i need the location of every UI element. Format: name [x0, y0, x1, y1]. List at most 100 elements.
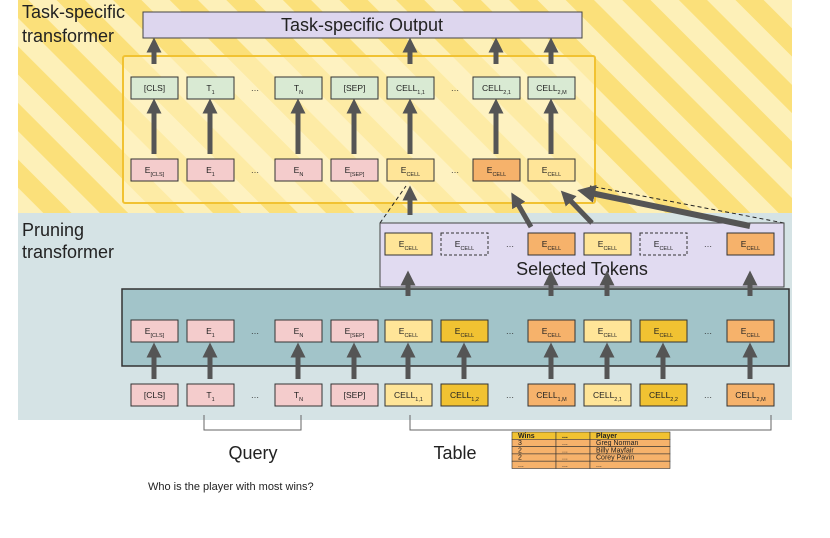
mini-table-header: ... [562, 433, 568, 440]
pruning-label-line2: transformer [22, 242, 114, 262]
prune-emb-1: E1 [186, 319, 235, 343]
table-brace [409, 415, 772, 431]
svg-text:CELL1,1: CELL1,1 [394, 390, 423, 403]
selected-tokens-label: Selected Tokens [516, 259, 648, 279]
arrow-selected-to-task-4 [577, 185, 751, 229]
task-out-cls: [CLS] [130, 76, 179, 100]
task-specific-label-line1: Task-specific [22, 2, 125, 22]
prune-emb-ellipsis-2: … [506, 326, 515, 336]
task-out-sep: [SEP] [330, 76, 379, 100]
svg-text:EN: EN [294, 326, 304, 339]
svg-text:ECELL: ECELL [455, 326, 474, 339]
selected-ellipsis-1: … [506, 239, 515, 249]
mini-table-cell: ... [562, 462, 568, 469]
input-tn: TN [274, 383, 323, 407]
prune-emb-cell-2: ECELL [440, 319, 489, 343]
svg-text:CELL1,1: CELL1,1 [396, 83, 425, 96]
mini-table-cell-bg [589, 460, 671, 469]
svg-text:[SEP]: [SEP] [344, 390, 366, 400]
svg-text:TN: TN [294, 83, 303, 96]
svg-text:E[CLS]: E[CLS] [145, 326, 165, 339]
svg-text:ECELL: ECELL [401, 165, 420, 178]
task-emb-cell-1: ECELL [386, 158, 435, 182]
query-brace [203, 415, 302, 431]
arrow-selected-to-task-2 [511, 192, 534, 229]
task-out-ellipsis-1: … [251, 83, 260, 93]
mini-table-cell: ... [562, 447, 568, 454]
prune-emb-sep: E[SEP] [330, 319, 379, 343]
selected-cell-1: ECELL [384, 232, 433, 256]
table-label: Table [433, 443, 476, 463]
prune-emb-cell-4: ECELL [583, 319, 632, 343]
task-emb-cell-3: ECELL [527, 158, 576, 182]
mini-table-cell: 2 [518, 455, 522, 462]
selected-cell-3: ECELL [583, 232, 632, 256]
task-output-box [142, 11, 583, 39]
input-cell1m: CELL1,M [527, 383, 576, 407]
prune-emb-ellipsis-1: … [251, 326, 260, 336]
svg-text:E[SEP]: E[SEP] [345, 165, 365, 178]
svg-text:ECELL: ECELL [455, 239, 474, 252]
mini-table-cell: ... [596, 462, 602, 469]
prune-emb-cell-3: ECELL [527, 319, 576, 343]
mini-table-cell: 3 [518, 440, 522, 447]
input-ellipsis-2: … [506, 390, 515, 400]
task-out-tn: TN [274, 76, 323, 100]
svg-text:ECELL: ECELL [542, 165, 561, 178]
mini-table: Wins... Player 3... Greg Norman 2... Billy Ma… [511, 431, 671, 469]
svg-text:T1: T1 [206, 390, 214, 403]
task-out-t1: T1 [186, 76, 235, 100]
selected-cell-dropped-2: ECELL [639, 232, 688, 256]
input-cell2m: CELL2,M [726, 383, 775, 407]
svg-text:CELL1,2: CELL1,2 [450, 390, 479, 403]
prune-emb-cls: E[CLS] [130, 319, 179, 343]
task-output-label: Task-specific Output [281, 15, 443, 35]
task-out-cell11: CELL1,1 [386, 76, 435, 100]
svg-text:ECELL: ECELL [487, 165, 506, 178]
prune-emb-cell-5: ECELL [639, 319, 688, 343]
input-t1: T1 [186, 383, 235, 407]
mini-table-cell: Corey Pavin [596, 455, 634, 462]
question-text: Who is the player with most wins? [148, 481, 314, 493]
selected-cell-2: ECELL [527, 232, 576, 256]
input-cell22: CELL2,2 [639, 383, 688, 407]
svg-text:[CLS]: [CLS] [144, 83, 165, 93]
svg-text:CELL2,M: CELL2,M [536, 83, 567, 96]
mini-table-header: Wins [518, 433, 535, 440]
mini-table-header: Player [596, 433, 617, 440]
task-emb-ellipsis-1: … [251, 165, 260, 175]
mini-table-cell: ... [562, 440, 568, 447]
svg-text:E1: E1 [206, 326, 215, 339]
task-out-cell21: CELL2,1 [472, 76, 521, 100]
svg-text:T1: T1 [206, 83, 214, 96]
task-out-ellipsis-2: … [451, 83, 460, 93]
svg-text:CELL1,M: CELL1,M [536, 390, 567, 403]
mini-table-cell: Billy Mayfair [596, 447, 634, 454]
prune-emb-cell-6: ECELL [726, 319, 775, 343]
task-emb-cell-2: ECELL [472, 158, 521, 182]
arrows-layer [146, 37, 758, 379]
task-emb-n: EN [274, 158, 323, 182]
svg-text:ECELL: ECELL [598, 239, 617, 252]
task-specific-label-line2: transformer [22, 26, 114, 46]
prune-emb-n: EN [274, 319, 323, 343]
svg-text:ECELL: ECELL [741, 239, 760, 252]
selected-ellipsis-2: … [704, 239, 713, 249]
svg-text:[CLS]: [CLS] [144, 390, 165, 400]
svg-text:E1: E1 [206, 165, 215, 178]
svg-text:CELL2,2: CELL2,2 [649, 390, 678, 403]
svg-text:TN: TN [294, 390, 303, 403]
prune-emb-ellipsis-3: … [704, 326, 713, 336]
query-label: Query [228, 443, 277, 463]
svg-text:[SEP]: [SEP] [344, 83, 366, 93]
task-emb-ellipsis-2: … [451, 165, 460, 175]
dashed-connector-left [379, 185, 407, 224]
input-cell21: CELL2,1 [583, 383, 632, 407]
svg-text:ECELL: ECELL [598, 326, 617, 339]
svg-text:ECELL: ECELL [399, 326, 418, 339]
selected-cell-4: ECELL [726, 232, 775, 256]
task-out-cell2m: CELL2,M [527, 76, 576, 100]
mini-table-cell: Greg Norman [596, 440, 639, 447]
task-emb-1: E1 [186, 158, 235, 182]
svg-text:E[CLS]: E[CLS] [145, 165, 165, 178]
